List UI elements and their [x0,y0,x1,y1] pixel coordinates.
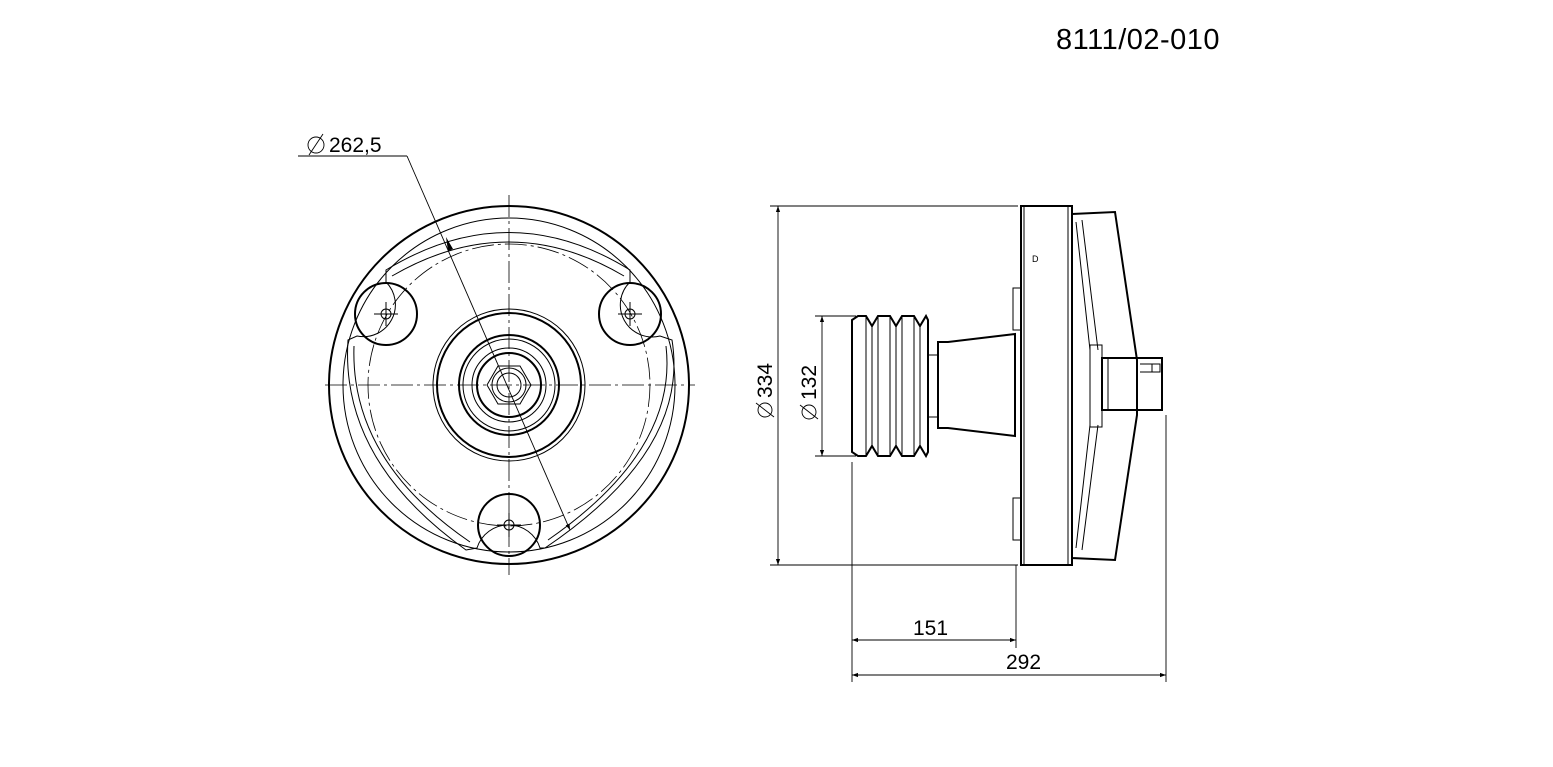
dim-outer-diameter-text: 334 [754,363,777,418]
dim-pulley-diameter-text: 132 [798,365,821,420]
dim-outer-diameter-value: 334 [754,363,777,398]
bolt-boss-right [598,282,662,346]
flange-lug-bottom [1012,497,1022,541]
dim-bolt-circle-line [406,155,571,531]
part-number: 8111/02-010 [1056,24,1221,56]
hub-cone [937,332,1016,438]
v-belt-pulley [851,313,929,459]
rear-shaft [1101,357,1163,411]
flange-lug-top [1012,287,1022,331]
front-view: 262,5 [298,133,695,575]
dim-bolt-circle-text: 262,5 [307,133,382,157]
dim-length-to-flange-value: 151 [913,617,948,640]
flange [1020,205,1073,566]
outer-rim [328,205,690,565]
svg-text:D: D [1032,254,1039,264]
recess-outline [347,232,675,551]
hub [432,308,586,462]
inner-rim [342,217,676,553]
shaft-collar [927,354,939,418]
dim-pulley-diameter-value: 132 [798,365,821,400]
cover [1071,210,1138,562]
bolt-boss-left [354,282,418,346]
recess-inner-outline [353,241,668,543]
rear-collar [1089,344,1103,428]
bolt-circle [367,243,651,527]
dim-overall-length-value: 292 [1006,651,1041,674]
bolt-boss-bottom [477,493,541,557]
dim-bolt-circle-value: 262,5 [329,134,382,157]
dim-bolt-circle-arrow-top [446,237,453,251]
side-view: D [754,205,1167,682]
